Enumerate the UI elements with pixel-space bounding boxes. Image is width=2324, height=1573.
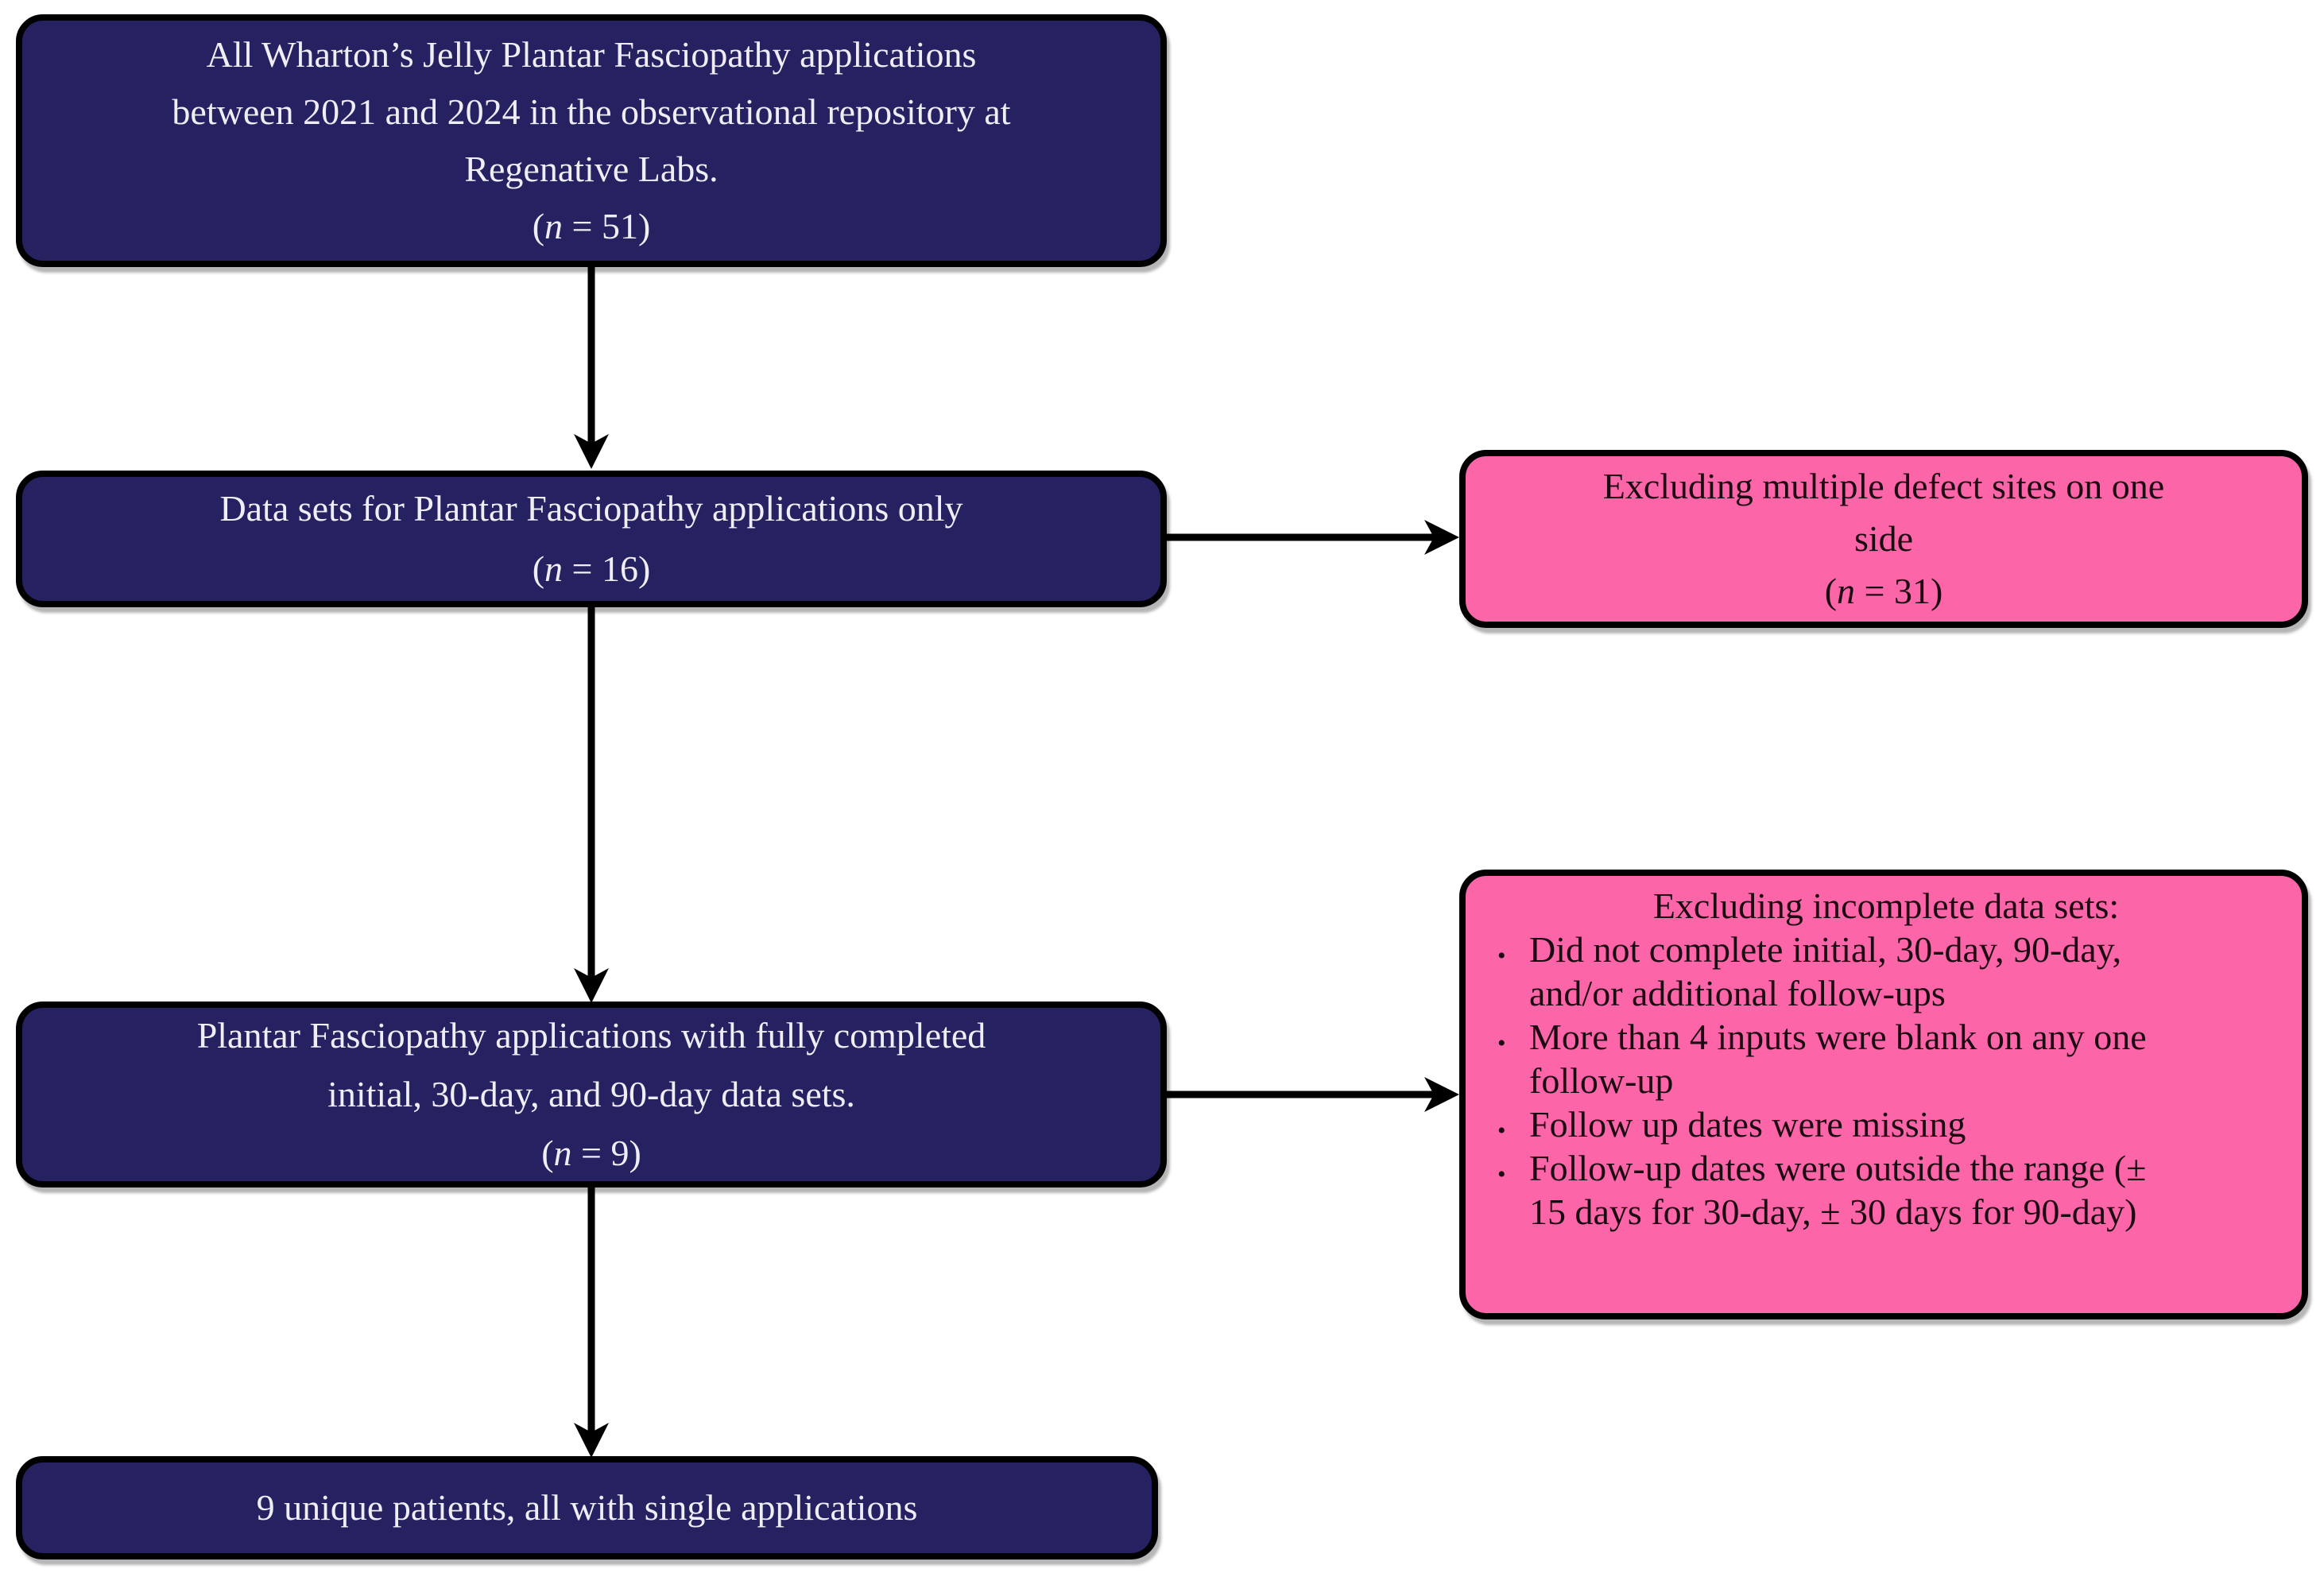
box-text-line: Excluding multiple defect sites on one bbox=[1602, 466, 2165, 506]
exclusion-bullet: • Follow-up dates were outside the range… bbox=[1497, 1148, 2147, 1232]
arrow-down-2 bbox=[574, 607, 609, 1003]
box-text-line: Regenative Labs. bbox=[464, 149, 719, 189]
arrow-down-1 bbox=[574, 267, 609, 469]
sample-size-label: (n = 31) bbox=[1824, 571, 1943, 611]
box-text-line: Data sets for Plantar Fasciopathy applic… bbox=[219, 488, 963, 529]
box-source-population: All Wharton’s Jelly Plantar Fasciopathy … bbox=[16, 14, 1167, 267]
box-exclusion-multiple-sites: Excluding multiple defect sites on one s… bbox=[1459, 450, 2308, 628]
n-variable: n bbox=[544, 206, 564, 246]
n-variable: n bbox=[1837, 571, 1856, 611]
box-text-line: side bbox=[1853, 518, 1914, 559]
box-text-line: All Wharton’s Jelly Plantar Fasciopathy … bbox=[206, 34, 977, 75]
arrow-right-1 bbox=[1167, 520, 1459, 555]
bullet-dot-icon: • bbox=[1497, 943, 1506, 969]
exclusion-bullet: • Follow up dates were missing bbox=[1497, 1102, 2275, 1146]
box-text-line: between 2021 and 2024 in the observation… bbox=[172, 91, 1011, 132]
box-final-patients: 9 unique patients, all with single appli… bbox=[16, 1456, 1158, 1559]
arrow-right-2 bbox=[1167, 1077, 1459, 1112]
sample-size-label: (n = 9) bbox=[541, 1133, 641, 1173]
box-text-line: Plantar Fasciopathy applications with fu… bbox=[196, 1015, 986, 1056]
bullet-dot-icon: • bbox=[1497, 1161, 1506, 1187]
box-exclusion-incomplete-datasets: Excluding incomplete data sets: • Did no… bbox=[1459, 870, 2308, 1319]
box-text-line: 9 unique patients, all with single appli… bbox=[256, 1487, 918, 1528]
sample-size-label: (n = 16) bbox=[532, 548, 651, 589]
bullet-dot-icon: • bbox=[1497, 1118, 1506, 1144]
n-variable: n bbox=[544, 548, 564, 589]
exclusion-bullet: • Did not complete initial, 30-day, 90-d… bbox=[1497, 929, 2122, 1013]
arrow-down-3 bbox=[574, 1187, 609, 1458]
box-plantar-datasets-only: Data sets for Plantar Fasciopathy applic… bbox=[16, 471, 1167, 607]
exclusion-heading: Excluding incomplete data sets: bbox=[1652, 885, 2120, 926]
exclusion-bullet: • More than 4 inputs were blank on any o… bbox=[1497, 1017, 2147, 1101]
box-fully-completed-datasets: Plantar Fasciopathy applications with fu… bbox=[16, 1002, 1167, 1187]
bullet-dot-icon: • bbox=[1497, 1030, 1506, 1056]
box-text-line: initial, 30-day, and 90-day data sets. bbox=[327, 1074, 855, 1114]
n-variable: n bbox=[553, 1133, 572, 1173]
sample-size-label: (n = 51) bbox=[532, 206, 651, 246]
